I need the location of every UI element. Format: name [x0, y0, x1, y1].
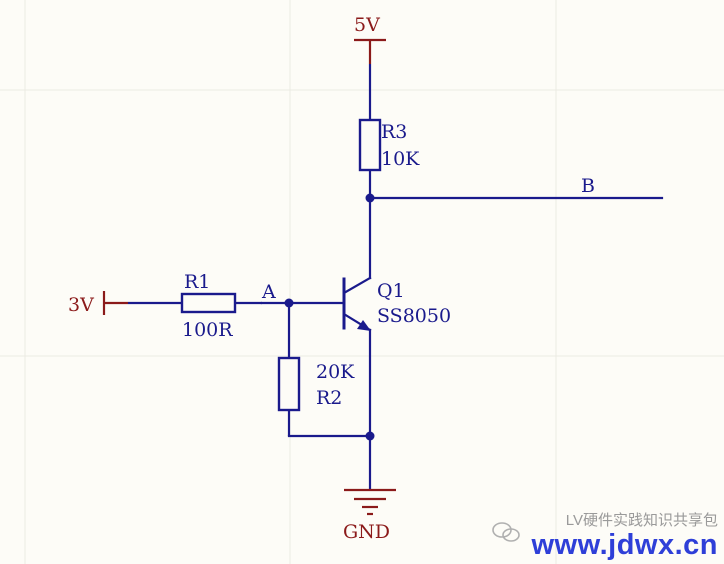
watermark-caption: LV硬件实践知识共享包 — [565, 512, 718, 529]
net-a: A — [260, 281, 346, 305]
resistor-r1: R1 100R — [128, 271, 262, 341]
net-b: B — [368, 175, 664, 200]
vcc-label: 5V — [354, 14, 380, 36]
r3-value: 10K — [381, 148, 420, 170]
q1-part: SS8050 — [377, 305, 451, 327]
resistor-r2: 20K R2 — [277, 303, 355, 436]
r3-designator: R3 — [381, 121, 407, 143]
emitter-arrow-icon — [357, 320, 371, 331]
watermark: LV硬件实践知识共享包 www.jdwx.cn — [531, 509, 718, 560]
ground-label: GND — [343, 521, 390, 543]
r1-designator: R1 — [184, 271, 210, 293]
ground-symbol: GND — [343, 488, 396, 543]
node-a-label: A — [261, 281, 276, 303]
q1-designator: Q1 — [377, 280, 405, 302]
junction-ground — [365, 431, 375, 441]
vcc-power-symbol: 5V — [354, 14, 386, 64]
resistor-r3: R3 10K — [358, 64, 420, 198]
wechat-icon — [492, 522, 520, 542]
node-b-label: B — [581, 175, 595, 197]
input-power-symbol: 3V — [68, 291, 128, 316]
transistor-q1: Q1 SS8050 — [342, 276, 451, 332]
input-voltage-label: 3V — [68, 294, 94, 316]
r2-designator: R2 — [316, 387, 342, 409]
watermark-url: www.jdwx.cn — [531, 529, 718, 561]
r1-value: 100R — [182, 319, 233, 341]
r2-value: 20K — [316, 361, 355, 383]
